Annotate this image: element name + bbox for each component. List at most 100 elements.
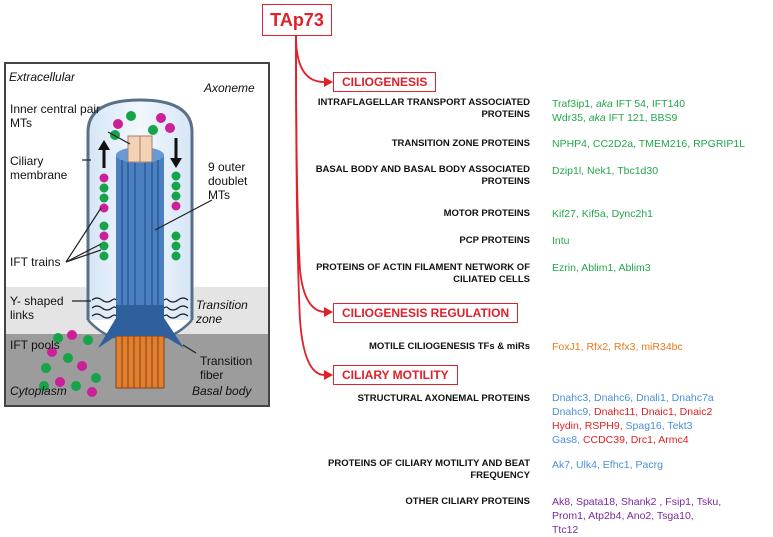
axoneme-cylinder [116, 147, 164, 305]
gene-item: FoxJ1, [552, 341, 584, 353]
label-ciliary-membrane: Ciliary membrane [10, 154, 68, 182]
gene-item: Ablim3 [618, 262, 651, 274]
transition-fiber-right [164, 318, 184, 348]
gene-item: Traf3ip1, [552, 98, 594, 110]
retrograde-arrow-icon [170, 138, 182, 168]
genes-motor: Kif27, Kif5a, Dync2h1 [552, 207, 653, 221]
gene-item: Dnahc7a [671, 392, 714, 404]
gene-item: aka [588, 112, 606, 124]
y-links-left [91, 297, 117, 319]
category-other-ciliary: OTHER CILIARY PROTEINS [405, 496, 530, 507]
gene-item: Dnaic1, [641, 406, 677, 418]
gene-item: Shank2 , [620, 496, 663, 508]
genes-ift: Traf3ip1, aka IFT 54, IFT140 Wdr35, aka … [552, 97, 685, 125]
hierarchy-connectors [295, 35, 325, 376]
gene-item: Ablim1, [581, 262, 617, 274]
ift-trains-left [99, 173, 109, 261]
gene-item: miR34bc [641, 341, 683, 353]
gene-item: Tekt3 [667, 420, 693, 432]
gene-item: IFT140 [651, 98, 686, 110]
root-title: TAp73 [270, 10, 324, 30]
transition-fiber-left [98, 318, 116, 348]
gene-item: Dnaic2 [679, 406, 713, 418]
ift-particles-tip [110, 111, 175, 140]
gene-item: Rfx3, [613, 341, 639, 353]
gene-item: BBS9 [650, 112, 678, 124]
gene-item: Ak7, [552, 459, 574, 471]
genes-transition-zone: NPHP4, CC2D2a, TMEM216, RPGRIP1L [552, 137, 745, 151]
anterograde-arrow-icon [98, 140, 110, 168]
gene-item: aka [595, 98, 613, 110]
gene-item: Spag16, [625, 420, 665, 432]
label-y-shaped-links: Y- shaped links [10, 294, 64, 322]
gene-item: Spata18, [575, 496, 618, 508]
label-outer-doublet: 9 outer doublet MTs [208, 160, 248, 202]
section-ciliogenesis: CILIOGENESIS [333, 72, 437, 92]
category-actin: PROTEINS OF ACTIN FILAMENT NETWORK OF CI… [316, 262, 530, 285]
gene-item: Ulk4, [575, 459, 600, 471]
section-ciliary-motility: CILIARY MOTILITY [333, 365, 458, 385]
category-motile-tfs: MOTILE CILIOGENESIS TFs & miRs [369, 341, 530, 352]
gene-item: Ano2, [626, 510, 655, 522]
gene-item: Gas8, [552, 434, 581, 446]
category-pcp: PCP PROTEINS [459, 235, 530, 246]
transition-zone-axoneme [116, 302, 164, 336]
gene-item: Wdr35, [552, 112, 586, 124]
gene-item: Armc4 [658, 434, 689, 446]
gene-item: RPGRIP1L [693, 138, 745, 150]
arrowhead-motility [324, 370, 333, 380]
gene-item: Dzip1l, [552, 165, 585, 177]
leader-lines [65, 131, 213, 354]
arrowhead-ciliogenesis [324, 77, 333, 87]
gene-item: Dnahc6, [594, 392, 634, 404]
category-ift: INTRAFLAGELLAR TRANSPORT ASSOCIATED PROT… [317, 97, 530, 120]
genes-motility-beat: Ak7, Ulk4, Efhc1, Pacrg [552, 458, 663, 472]
gene-item: Dnali1, [636, 392, 669, 404]
gene-item: Hydin, [552, 420, 582, 432]
category-structural-axonemal: STRUCTURAL AXONEMAL PROTEINS [357, 393, 530, 404]
label-basal-body: Basal body [192, 384, 252, 398]
gene-item: Ttc12 [552, 524, 579, 536]
gene-item: Pacrg [635, 459, 663, 471]
gene-item: IFT 54, [615, 98, 649, 110]
gene-item: Nek1, [587, 165, 615, 177]
basal-body-shape [115, 335, 165, 389]
gene-item: TMEM216, [638, 138, 691, 150]
ift-pools [39, 330, 101, 397]
gene-item: Drc1, [630, 434, 656, 446]
gene-item: Fsip1, [665, 496, 694, 508]
gene-item: Ezrin, [552, 262, 579, 274]
gene-item: RSPH9, [584, 420, 623, 432]
gene-item: Dync2h1 [611, 208, 654, 220]
section-ciliogenesis-regulation: CILIOGENESIS REGULATION [333, 303, 519, 323]
category-transition-zone: TRANSITION ZONE PROTEINS [391, 138, 530, 149]
label-transition-fiber: Transition fiber [200, 354, 253, 382]
label-ift-pools: IFT pools [10, 338, 60, 352]
gene-item: Rfx2, [586, 341, 611, 353]
ift-trains-right [171, 171, 181, 261]
genes-pcp: Intu [552, 234, 570, 248]
label-inner-central-pair: Inner central pair MTs [10, 102, 101, 130]
category-basal-body: BASAL BODY AND BASAL BODY ASSOCIATED PRO… [315, 164, 530, 187]
arrowhead-regulation [324, 307, 333, 317]
gene-item: Tbc1d30 [617, 165, 659, 177]
gene-item: Dnahc9, [552, 406, 592, 418]
category-motility-beat: PROTEINS OF CILIARY MOTILITY AND BEAT FR… [328, 458, 530, 481]
category-motor: MOTOR PROTEINS [443, 208, 530, 219]
gene-item: Tsga10, [656, 510, 694, 522]
y-links-right [163, 297, 189, 319]
gene-item: Dnahc11, [594, 406, 639, 418]
gene-item: Dnahc3, [552, 392, 592, 404]
gene-item: CCDC39, [582, 434, 628, 446]
gene-item: CC2D2a, [592, 138, 637, 150]
root-box-tap73: TAp73 [262, 4, 332, 36]
gene-item: Ak8, [552, 496, 574, 508]
gene-item: Tsku, [696, 496, 722, 508]
genes-structural-axonemal: Dnahc3, Dnahc6, Dnali1, Dnahc7a Dnahc9, … [552, 391, 714, 447]
gene-item: Efhc1, [602, 459, 633, 471]
label-cytoplasm: Cytoplasm [10, 384, 67, 398]
gene-item: IFT 121, [608, 112, 648, 124]
genes-actin: Ezrin, Ablim1, Ablim3 [552, 261, 651, 275]
